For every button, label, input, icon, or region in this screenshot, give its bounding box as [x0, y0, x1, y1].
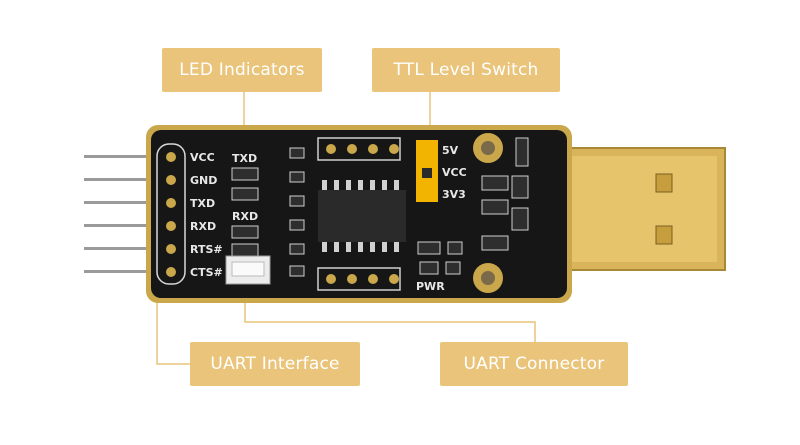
- voltage-label-vcc: VCC: [442, 166, 467, 179]
- callout-uart-interface: UART Interface: [190, 342, 360, 386]
- voltage-label-5v: 5V: [442, 144, 459, 157]
- callout-uart-connector-label: UART Connector: [463, 354, 605, 374]
- pin-label-txd: TXD: [190, 197, 215, 210]
- uart-interface-leader-line: [156, 275, 190, 365]
- callout-ttl-level-switch-label: TTL Level Switch: [393, 60, 539, 80]
- pwr-label: PWR: [416, 280, 445, 293]
- pin-label-rts: RTS#: [190, 243, 223, 256]
- voltage-label-3v3: 3V3: [442, 188, 466, 201]
- pin-label-vcc: VCC: [190, 151, 215, 164]
- uart-connector-leader-line: [244, 290, 536, 342]
- callout-led-indicators-label: LED Indicators: [179, 60, 305, 80]
- pin-label-rxd: RXD: [190, 220, 216, 233]
- led-label-txd: TXD: [232, 152, 257, 165]
- pin-label-gnd: GND: [190, 174, 217, 187]
- callout-uart-interface-label: UART Interface: [210, 354, 340, 374]
- callout-ttl-level-switch: TTL Level Switch: [372, 48, 560, 92]
- pcb-labels: VCC GND TXD RXD RTS# CTS# TXD RXD 5V VCC…: [190, 144, 467, 293]
- callout-led-indicators: LED Indicators: [162, 48, 322, 92]
- led-label-rxd: RXD: [232, 210, 258, 223]
- pcb: [146, 125, 572, 303]
- pin-label-cts: CTS#: [190, 266, 223, 279]
- callout-uart-connector: UART Connector: [440, 342, 628, 386]
